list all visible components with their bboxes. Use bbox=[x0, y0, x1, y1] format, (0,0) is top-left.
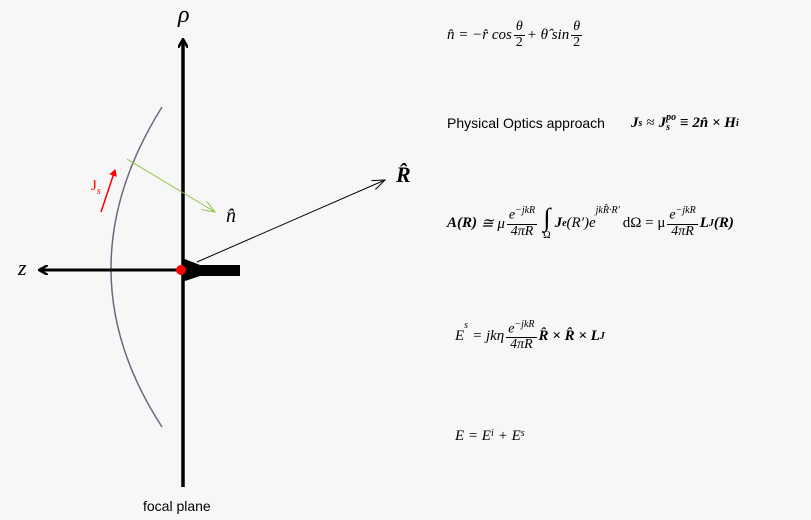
eq-text: dΩ = μ bbox=[622, 214, 666, 231]
eq-text: R̂ × R̂ × L bbox=[538, 328, 600, 345]
surface-current-arrow bbox=[100, 169, 117, 213]
eq-text: + θ̂ sin bbox=[526, 26, 570, 43]
eq-text: n̂ = −r̂ cos bbox=[447, 26, 512, 43]
eq-text: J bbox=[630, 114, 639, 131]
eq-text: J bbox=[554, 214, 563, 231]
eq-sup: i bbox=[735, 117, 739, 129]
r-hat-label: R̂ bbox=[396, 162, 411, 187]
n-hat-label: n̂ bbox=[226, 205, 236, 227]
eq-sup: −jkR bbox=[675, 205, 696, 217]
eq-sub: J bbox=[708, 217, 714, 229]
eq-text: ≅ μ bbox=[481, 215, 505, 232]
eq-sup: −jkR bbox=[515, 205, 536, 217]
eq-sub: s bbox=[638, 117, 643, 129]
eq-text: E = E bbox=[455, 428, 491, 444]
eq-text: ≈ bbox=[646, 114, 655, 131]
n-hat-vector bbox=[126, 158, 215, 212]
eq-sup: po bbox=[666, 112, 677, 123]
eq-sub: e bbox=[562, 217, 567, 229]
denominator: 2 bbox=[573, 34, 581, 50]
eq-text: + E bbox=[497, 428, 521, 444]
integral-limit: Ω bbox=[543, 230, 551, 241]
reflector-curve bbox=[110, 106, 163, 428]
eq-text: (R′)e bbox=[566, 214, 596, 231]
feed-horn bbox=[182, 258, 240, 282]
integral-sign: ∫Ω bbox=[543, 203, 551, 241]
eq-sup: s bbox=[464, 320, 469, 331]
eq-sup: s bbox=[520, 428, 525, 439]
r-hat-vector bbox=[196, 180, 385, 263]
eq-text: A(R) bbox=[447, 214, 477, 231]
eq-sup: −jkR bbox=[514, 319, 535, 330]
js-label-j: J bbox=[91, 178, 97, 194]
numerator: e−jkR bbox=[667, 205, 698, 225]
eq-text: L bbox=[699, 214, 709, 231]
rho-label: ρ bbox=[178, 2, 190, 28]
eq-sup: i bbox=[490, 428, 494, 439]
eq-text: = jkη bbox=[472, 328, 505, 345]
denominator: 4πR bbox=[510, 223, 534, 239]
feed-point bbox=[176, 265, 186, 275]
eq-text: ≡ 2n̂ × H bbox=[680, 114, 736, 131]
eq-text: e bbox=[508, 208, 516, 224]
numerator: e−jkR bbox=[506, 205, 538, 225]
eq-sub: s bbox=[666, 122, 671, 133]
denominator: 4πR bbox=[510, 337, 533, 353]
eq-text: J bbox=[658, 114, 667, 131]
denominator: 4πR bbox=[671, 223, 694, 239]
denominator: 2 bbox=[515, 34, 523, 50]
po-label: Physical Optics approach bbox=[447, 115, 605, 131]
eq-text: E bbox=[455, 328, 465, 345]
z-label: z bbox=[18, 255, 27, 280]
numerator: θ bbox=[513, 19, 525, 36]
eq-text: e bbox=[669, 208, 676, 224]
eq-sup: jkR̂·R′ bbox=[595, 205, 620, 216]
js-label: Js bbox=[91, 178, 101, 197]
eq-sub: J bbox=[599, 331, 605, 343]
eq-text: (R) bbox=[713, 214, 734, 231]
js-label-sub: s bbox=[96, 186, 101, 197]
focal-plane-label: focal plane bbox=[143, 498, 211, 514]
eq-text: e bbox=[508, 321, 515, 337]
numerator: θ bbox=[571, 19, 583, 36]
numerator: e−jkR bbox=[506, 319, 537, 339]
